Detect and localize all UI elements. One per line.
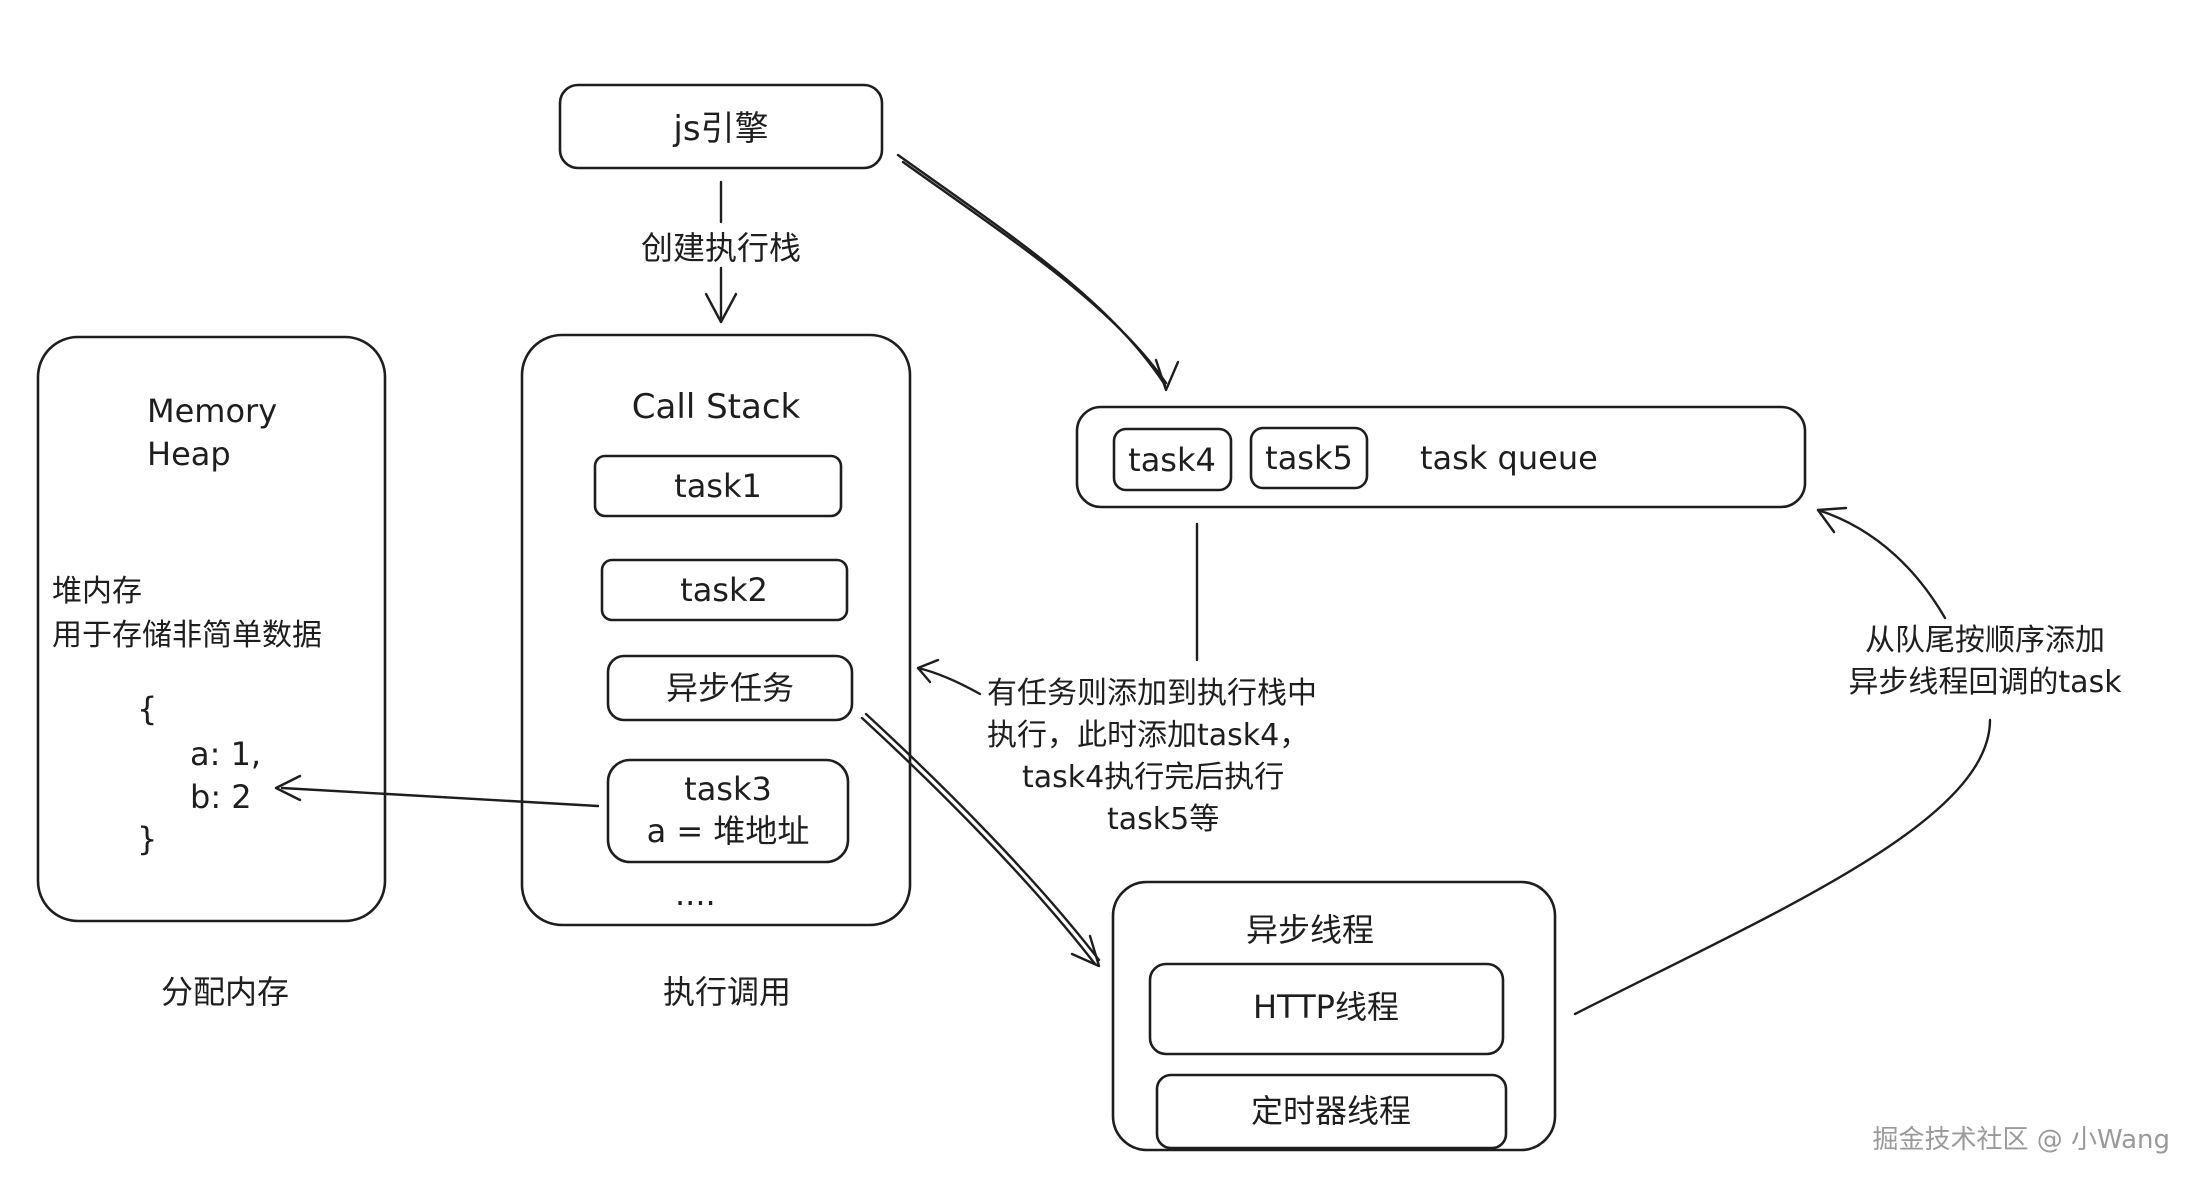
call-stack-caption: 执行调用 — [663, 973, 791, 1011]
js-engine-label: js引擎 — [672, 109, 768, 149]
timer-thread-node: 定时器线程 — [1155, 1073, 1508, 1150]
queue-note-line1: 有任务则添加到执行栈中 — [987, 676, 1317, 711]
stack-frame-task2: task2 — [600, 558, 849, 622]
queue-item-label: task4 — [1128, 441, 1216, 479]
async-task-to-threads-arrow — [860, 712, 1101, 968]
task-queue-label: task queue — [1420, 439, 1598, 477]
async-threads-title: 异步线程 — [1246, 911, 1374, 949]
stack-frame-label: 异步任务 — [666, 669, 794, 707]
memory-heap-node: Memory Heap 堆内存 用于存储非简单数据 { a: 1, b: 2 } — [36, 335, 387, 923]
task3-detail: a = 堆地址 — [647, 812, 810, 850]
heap-object-open: { — [137, 690, 157, 728]
stack-ellipsis: .... — [675, 875, 716, 913]
task-queue-node: task4 task5 task queue — [1075, 405, 1807, 509]
heap-object-a: a: 1, — [190, 735, 261, 773]
memory-heap-title-line2: Heap — [147, 435, 231, 473]
timer-thread-label: 定时器线程 — [1251, 1092, 1411, 1130]
stack-frame-label: task2 — [680, 571, 768, 609]
queue-note-line3: task4执行完后执行 — [1022, 760, 1284, 795]
memory-heap-caption: 分配内存 — [161, 973, 289, 1011]
threads-to-queue-arrow — [1573, 506, 1992, 1016]
queue-to-stack-arrow — [916, 522, 1199, 696]
queue-item-task5: task5 — [1249, 426, 1369, 490]
queue-item-task4: task4 — [1112, 427, 1233, 492]
http-thread-node: HTTP线程 — [1148, 962, 1505, 1056]
watermark: 掘金技术社区 @ 小Wang — [1873, 1125, 2171, 1155]
callback-note: 从队尾按顺序添加 异步线程回调的task — [1848, 623, 2122, 700]
stack-frame-label: task1 — [674, 467, 762, 505]
queue-item-label: task5 — [1265, 439, 1353, 477]
engine-to-queue-arrow — [896, 153, 1180, 392]
memory-heap-desc-line1: 堆内存 — [52, 574, 142, 609]
heap-object-close: } — [137, 820, 157, 858]
create-stack-arrow — [704, 180, 738, 324]
js-engine-node: js引擎 — [558, 83, 884, 170]
queue-note-line4: task5等 — [1107, 802, 1219, 837]
call-stack-node: Call Stack task1 task2 异步任务 task3 a = 堆地… — [520, 333, 912, 927]
task3-name: task3 — [684, 770, 772, 808]
stack-frame-task1: task1 — [593, 454, 843, 518]
callback-note-line1: 从队尾按顺序添加 — [1865, 623, 2105, 658]
callback-note-line2: 异步线程回调的task — [1848, 665, 2122, 700]
stack-frame-async-task: 异步任务 — [606, 654, 854, 722]
http-thread-label: HTTP线程 — [1253, 988, 1399, 1026]
stack-frame-task3: task3 a = 堆地址 — [606, 758, 850, 864]
task3-to-heap-arrow — [274, 774, 600, 808]
memory-heap-title-line1: Memory — [147, 392, 277, 430]
call-stack-title: Call Stack — [632, 387, 801, 427]
create-stack-label: 创建执行栈 — [641, 229, 801, 267]
queue-note: 有任务则添加到执行栈中 执行，此时添加task4， task4执行完后执行 ta… — [987, 676, 1317, 837]
memory-heap-desc-line2: 用于存储非简单数据 — [52, 618, 322, 653]
queue-note-line2: 执行，此时添加task4， — [987, 718, 1309, 753]
async-threads-node: 异步线程 HTTP线程 定时器线程 — [1111, 880, 1557, 1152]
heap-object-b: b: 2 — [190, 778, 252, 816]
